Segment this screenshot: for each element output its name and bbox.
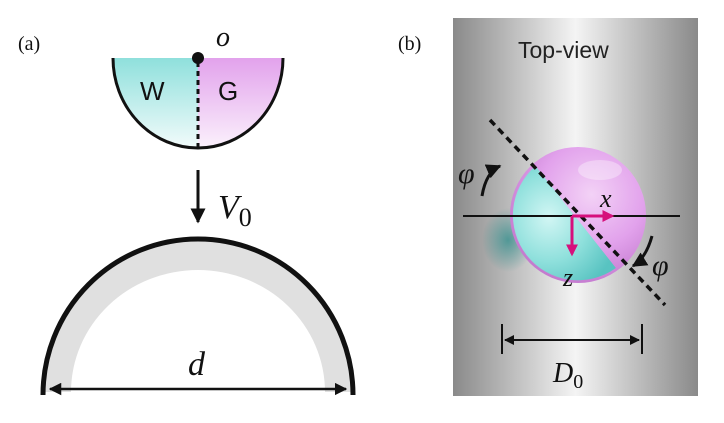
local-axes: x z — [562, 184, 615, 292]
x-axis-label: x — [599, 184, 612, 213]
angle-label-left: φ — [458, 157, 475, 190]
water-half — [113, 58, 198, 148]
d0-label: D0 — [552, 358, 583, 393]
origin-label: o — [216, 22, 230, 53]
view-title: Top-view — [518, 37, 609, 63]
panel-b-label: (b) — [398, 33, 421, 55]
velocity-label: V0 — [218, 189, 252, 232]
water-half-label: W — [140, 76, 165, 106]
droplet-highlight — [578, 160, 622, 180]
velocity-subscript: 0 — [239, 203, 252, 232]
rotation-angle-left: φ — [458, 157, 502, 197]
interface-dashed-line-b — [488, 118, 667, 307]
z-axis-label: z — [562, 263, 573, 292]
substrate-band — [43, 239, 353, 392]
d0-subscript: 0 — [573, 371, 583, 393]
janus-hemisphere: o W G — [111, 22, 285, 150]
gas-half-label: G — [218, 76, 238, 106]
gas-half — [198, 58, 283, 148]
rotation-arrow-left — [480, 164, 502, 197]
origin-dot — [192, 52, 204, 64]
d0-symbol: D — [552, 358, 573, 389]
diameter-label: d — [188, 346, 206, 383]
droplet-diameter: D0 — [501, 324, 643, 393]
velocity-indicator: V0 — [190, 170, 252, 232]
rotation-arrow-right — [631, 235, 654, 268]
substrate-outline — [40, 236, 356, 396]
cylinder-substrate: d — [40, 236, 356, 396]
panel-b: (b) Top-view x z φ φ D0 — [398, 18, 698, 396]
angle-label-right: φ — [652, 249, 669, 282]
panel-a-label: (a) — [18, 33, 40, 55]
droplet-cyan-side — [512, 166, 616, 281]
panel-a: (a) o W G V0 d — [18, 22, 356, 396]
rotation-angle-right: φ — [631, 235, 669, 282]
